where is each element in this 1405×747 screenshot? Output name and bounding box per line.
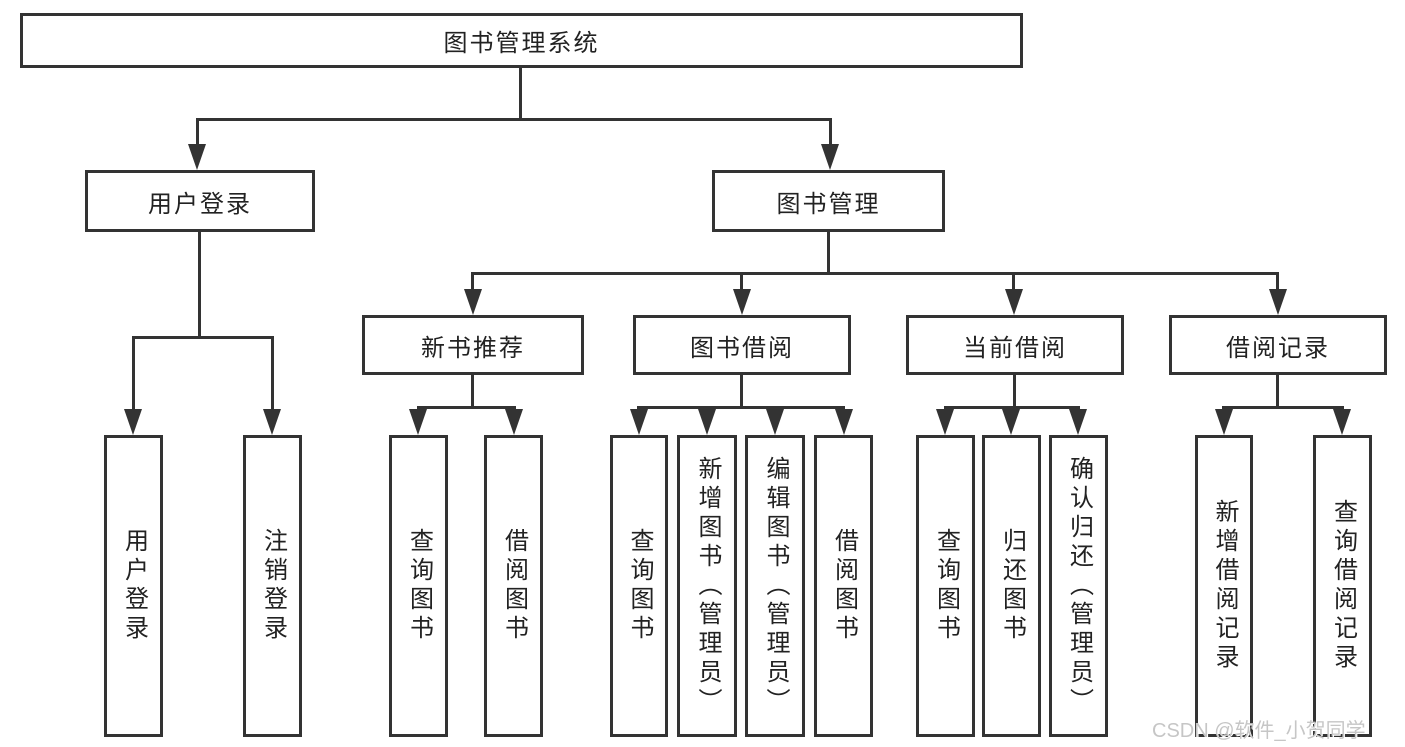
leaf-add-borrow-record: 新增借阅记录 [1195, 435, 1253, 737]
arrowhead-icon [263, 409, 281, 435]
leaf-borrow-book-recommend: 借阅图书 [484, 435, 543, 737]
arrowhead-icon [1002, 409, 1020, 435]
line [196, 118, 832, 121]
leaf-return-book: 归还图书 [982, 435, 1041, 737]
leaf-confirm-return-admin: 确认归还（管理员） [1049, 435, 1108, 737]
arrowhead-icon [505, 409, 523, 435]
line [740, 272, 743, 291]
leaf-query-book-recommend: 查询图书 [389, 435, 448, 737]
node-current-borrow: 当前借阅 [906, 315, 1124, 375]
line [944, 406, 1080, 409]
line [1012, 272, 1015, 291]
leaf-query-book-borrow: 查询图书 [610, 435, 668, 737]
line [1222, 406, 1344, 409]
arrowhead-icon [409, 409, 427, 435]
line [198, 232, 201, 339]
arrowhead-icon [1333, 409, 1351, 435]
node-new-book-recommend: 新书推荐 [362, 315, 584, 375]
arrowhead-icon [936, 409, 954, 435]
arrowhead-icon [464, 289, 482, 315]
arrowhead-icon [1269, 289, 1287, 315]
arrowhead-icon [698, 409, 716, 435]
line [740, 375, 743, 409]
arrowhead-icon [1069, 409, 1087, 435]
line [1013, 375, 1016, 409]
arrowhead-icon [766, 409, 784, 435]
line [132, 336, 135, 411]
arrowhead-icon [1215, 409, 1233, 435]
line [637, 406, 845, 409]
line [471, 375, 474, 409]
line [827, 232, 830, 274]
line [1276, 375, 1279, 409]
arrowhead-icon [630, 409, 648, 435]
leaf-logout: 注销登录 [243, 435, 302, 737]
leaf-add-book-admin: 新增图书（管理员） [677, 435, 737, 737]
line [471, 272, 474, 291]
arrowhead-icon [124, 409, 142, 435]
node-book-management: 图书管理 [712, 170, 945, 232]
csdn-watermark: CSDN @软件_小贺同学 [1152, 720, 1366, 742]
line [829, 118, 832, 146]
node-root: 图书管理系统 [20, 13, 1023, 68]
node-user-login: 用户登录 [85, 170, 315, 232]
line [132, 336, 274, 339]
leaf-query-book-current: 查询图书 [916, 435, 975, 737]
node-book-borrow: 图书借阅 [633, 315, 851, 375]
line [471, 272, 1279, 275]
arrowhead-icon [835, 409, 853, 435]
line [196, 118, 199, 146]
line [271, 336, 274, 411]
leaf-query-borrow-record: 查询借阅记录 [1313, 435, 1372, 737]
leaf-edit-book-admin: 编辑图书（管理员） [745, 435, 805, 737]
line [417, 406, 516, 409]
node-borrow-record: 借阅记录 [1169, 315, 1387, 375]
arrowhead-icon [733, 289, 751, 315]
leaf-borrow-book: 借阅图书 [814, 435, 873, 737]
arrowhead-icon [1005, 289, 1023, 315]
line [519, 68, 522, 120]
leaf-user-login: 用户登录 [104, 435, 163, 737]
line [1276, 272, 1279, 291]
arrowhead-icon [188, 144, 206, 170]
arrowhead-icon [821, 144, 839, 170]
